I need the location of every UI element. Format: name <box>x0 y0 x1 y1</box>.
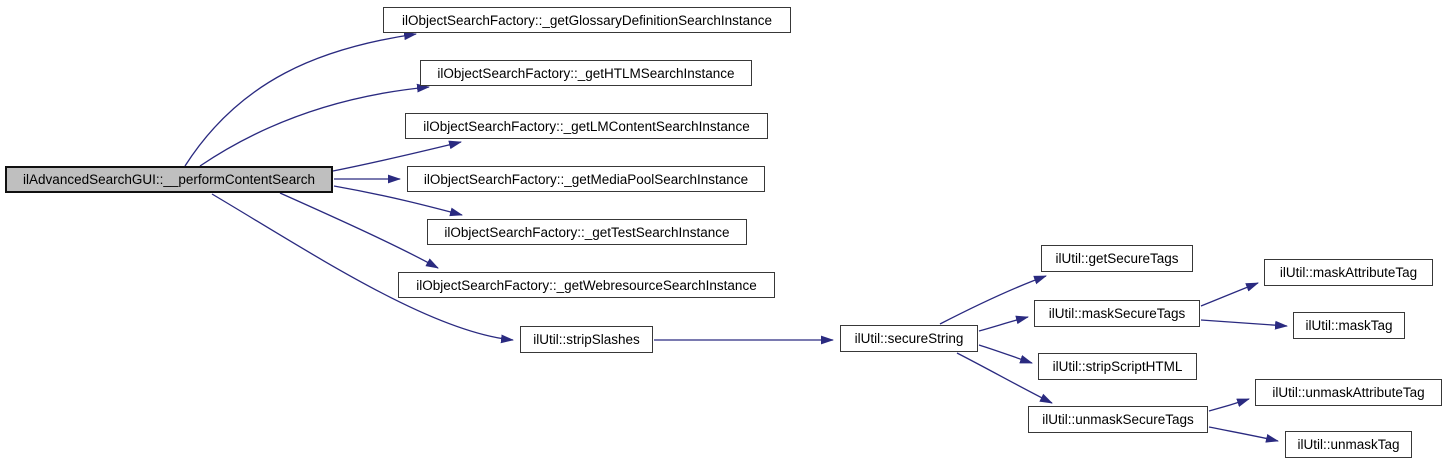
node-get-webresource-search-instance[interactable]: ilObjectSearchFactory::_getWebresourceSe… <box>398 272 775 298</box>
edge-masksecuretags-to-masktag <box>1200 319 1288 330</box>
node-mask-tag[interactable]: ilUtil::maskTag <box>1293 312 1405 339</box>
node-unmask-secure-tags[interactable]: ilUtil::unmaskSecureTags <box>1028 406 1208 433</box>
node-mask-attribute-tag[interactable]: ilUtil::maskAttributeTag <box>1264 259 1433 286</box>
edge-main-to-htlm <box>199 83 430 167</box>
edge-securestring-to-masksecuretags <box>978 315 1029 332</box>
edge-securestring-to-unmasksecuretags <box>956 352 1053 404</box>
edge-main-to-test <box>333 185 463 217</box>
edge-securestring-to-getsecuretags <box>939 275 1047 325</box>
edge-main-to-stripslashes <box>211 193 514 344</box>
node-secure-string[interactable]: ilUtil::secureString <box>840 325 978 352</box>
node-unmask-tag[interactable]: ilUtil::unmaskTag <box>1285 431 1412 458</box>
edge-securestring-to-stripscripthtml <box>978 344 1033 364</box>
node-get-secure-tags[interactable]: ilUtil::getSecureTags <box>1041 245 1193 272</box>
node-mask-secure-tags[interactable]: ilUtil::maskSecureTags <box>1034 300 1200 327</box>
node-perform-content-search: ilAdvancedSearchGUI::__performContentSea… <box>5 166 333 193</box>
node-strip-script-html[interactable]: ilUtil::stripScriptHTML <box>1038 353 1197 380</box>
node-strip-slashes[interactable]: ilUtil::stripSlashes <box>520 326 653 353</box>
node-unmask-attribute-tag[interactable]: ilUtil::unmaskAttributeTag <box>1255 379 1442 406</box>
node-get-glossary-definition-search-instance[interactable]: ilObjectSearchFactory::_getGlossaryDefin… <box>383 7 791 33</box>
node-get-media-pool-search-instance[interactable]: ilObjectSearchFactory::_getMediaPoolSear… <box>407 166 765 192</box>
edge-unmasksecuretags-to-unmaskattributetag <box>1208 398 1250 412</box>
edge-main-to-webresource <box>279 192 439 269</box>
node-get-lm-content-search-instance[interactable]: ilObjectSearchFactory::_getLMContentSear… <box>405 113 768 139</box>
node-get-test-search-instance[interactable]: ilObjectSearchFactory::_getTestSearchIns… <box>427 219 747 245</box>
edge-unmasksecuretags-to-unmasktag <box>1208 426 1279 443</box>
edge-main-to-lmcontent <box>332 140 462 172</box>
node-get-htlm-search-instance[interactable]: ilObjectSearchFactory::_getHTLMSearchIns… <box>420 60 752 86</box>
edge-masksecuretags-to-maskattributetag <box>1200 282 1259 307</box>
edge-main-to-glossary <box>184 31 417 167</box>
